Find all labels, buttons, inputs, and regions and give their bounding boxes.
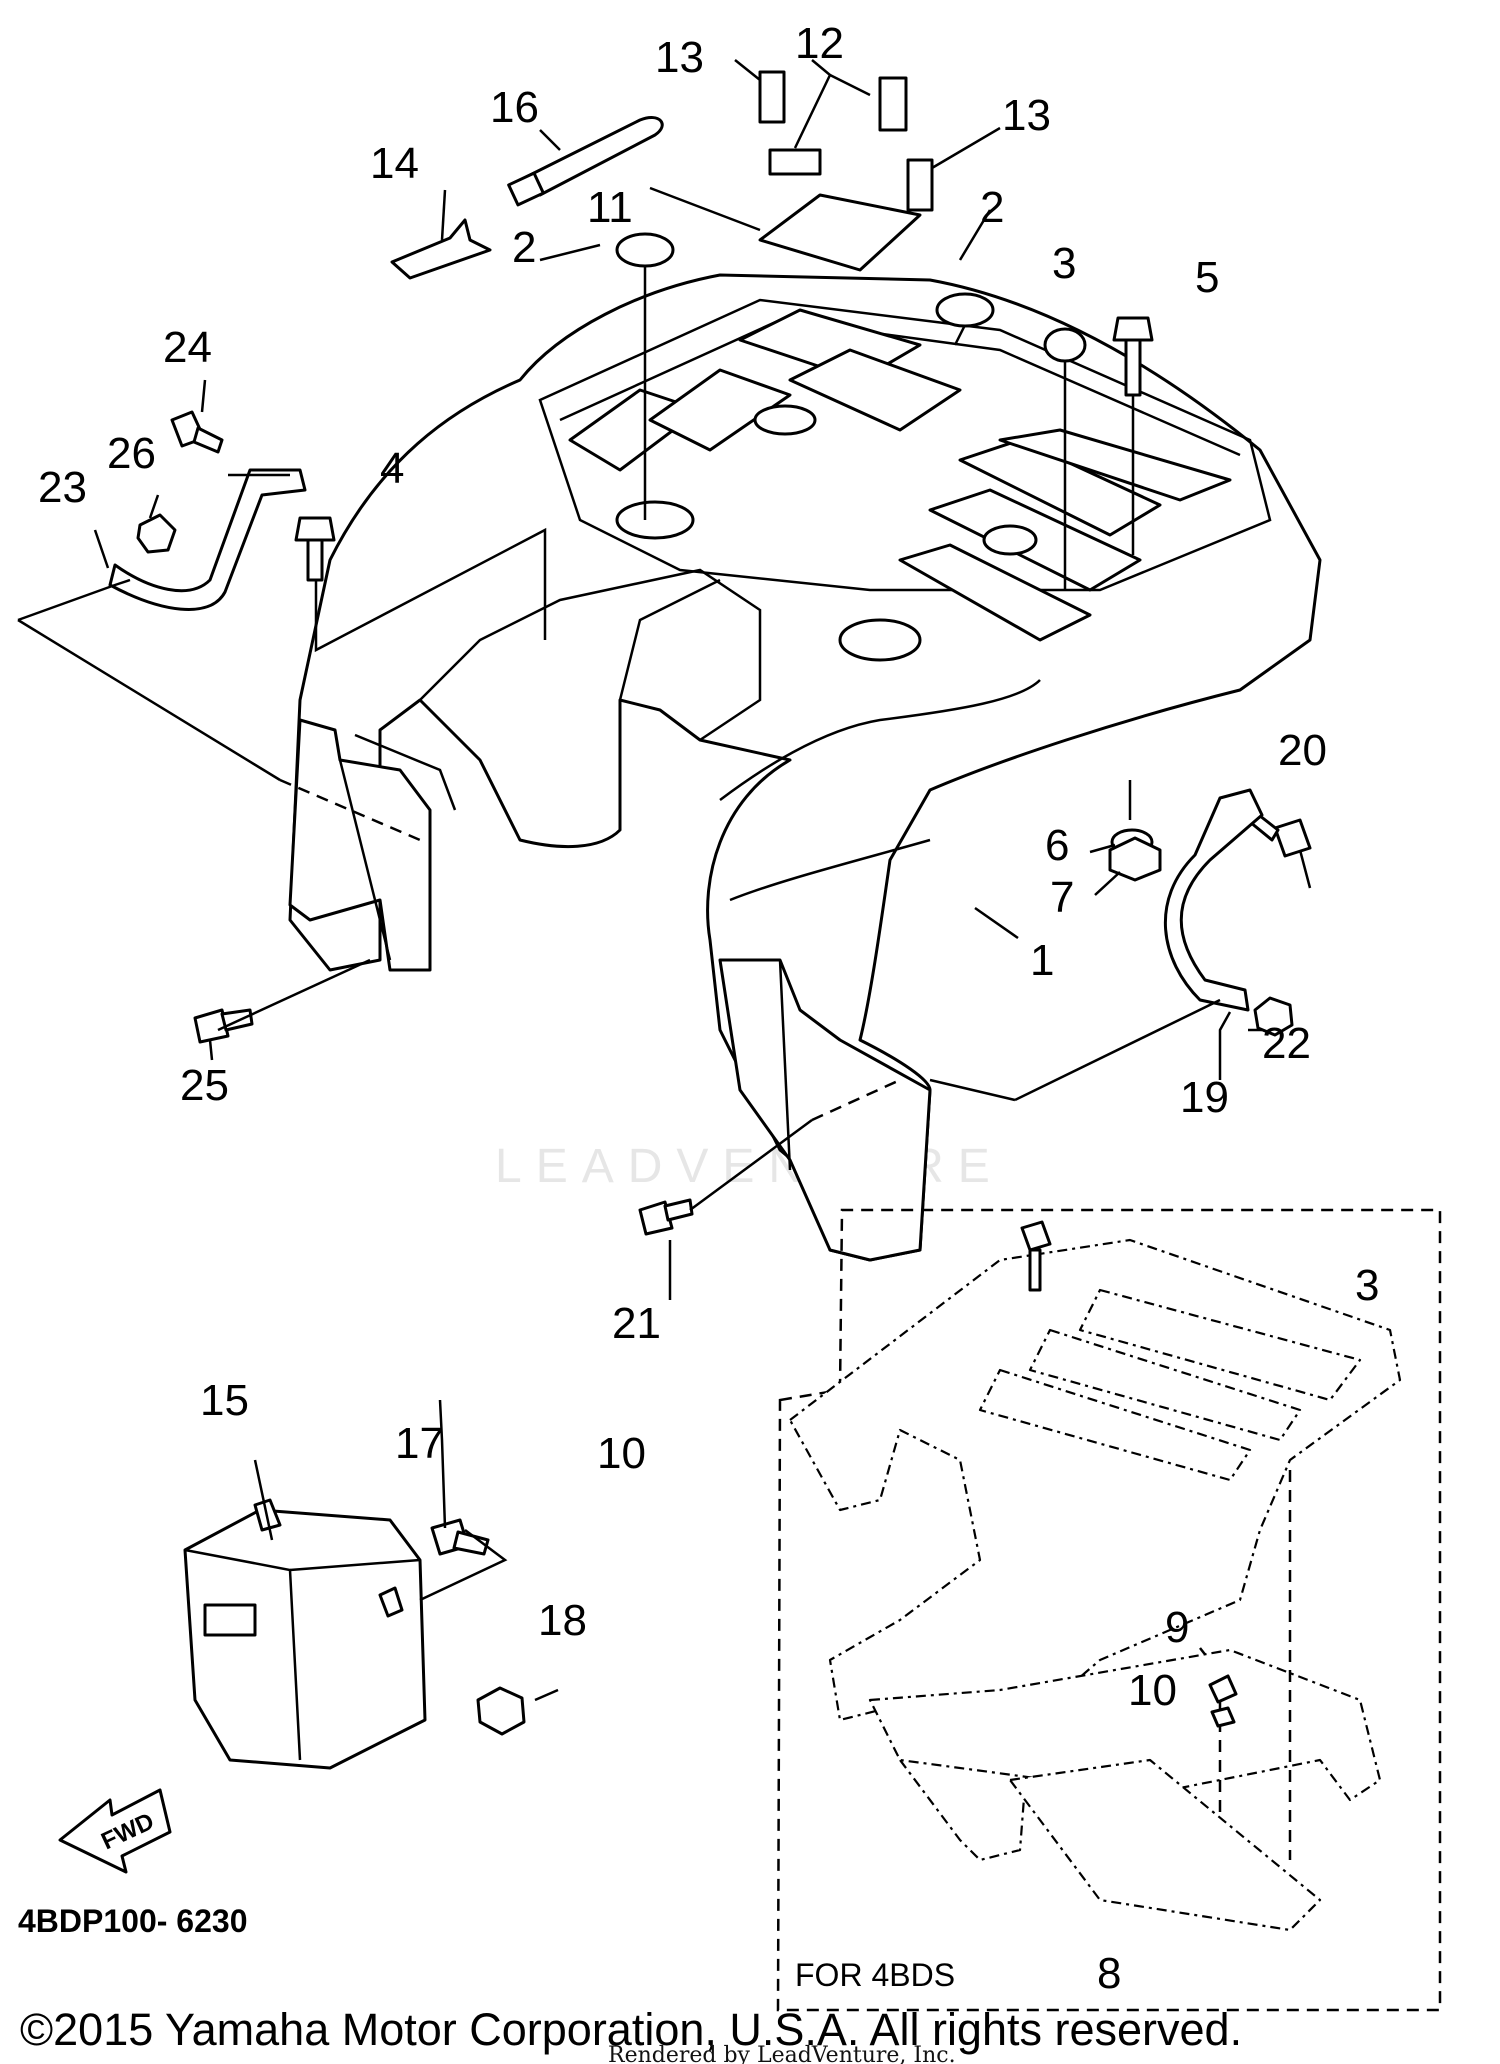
callout-2b: 2 xyxy=(980,183,1004,232)
callout-5: 5 xyxy=(1195,253,1219,302)
bolt-4 xyxy=(294,516,336,582)
callout-20: 20 xyxy=(1278,726,1327,775)
callout-4: 4 xyxy=(380,444,404,493)
bolt-17 xyxy=(430,1518,490,1556)
callout-21: 21 xyxy=(612,1299,661,1348)
grommet-2b xyxy=(935,292,995,328)
stay-23 xyxy=(108,468,307,611)
callout-23: 23 xyxy=(38,463,87,512)
cap-3 xyxy=(1043,327,1087,363)
pad-13b xyxy=(906,158,934,212)
callout-10a: 10 xyxy=(1128,1666,1177,1715)
nut-7 xyxy=(1108,836,1162,882)
rendered-by: Rendered by LeadVenture, Inc. xyxy=(608,2043,956,2064)
bolt-24 xyxy=(170,410,224,454)
bolt-21 xyxy=(638,1198,694,1236)
pad-12b xyxy=(768,148,822,176)
fwd-arrow-icon: FWD xyxy=(58,1788,172,1874)
bolt-5 xyxy=(1112,316,1154,397)
callout-26: 26 xyxy=(107,429,156,478)
nut-22 xyxy=(1253,996,1294,1037)
callout-25: 25 xyxy=(180,1061,229,1110)
inset-label: FOR 4BDS xyxy=(795,1957,955,1993)
callout-13a: 13 xyxy=(655,33,704,82)
callout-24: 24 xyxy=(163,323,212,372)
callout-22: 22 xyxy=(1262,1019,1311,1068)
callout-17: 17 xyxy=(395,1419,444,1468)
bolt-25 xyxy=(193,1008,254,1044)
callout-9: 9 xyxy=(1165,1603,1189,1652)
diagram-code: 4BDP100- 6230 xyxy=(18,1903,247,1939)
callout-labels: 1 2 2 3 3 4 5 6 7 8 9 10 10 11 12 13 13 … xyxy=(38,19,1379,1998)
callout-7: 7 xyxy=(1050,873,1074,922)
callout-6: 6 xyxy=(1045,821,1069,870)
nut-18 xyxy=(476,1686,526,1736)
pad-12a xyxy=(878,76,908,132)
callout-15: 15 xyxy=(200,1376,249,1425)
callout-3b: 3 xyxy=(1355,1261,1379,1310)
stay-19 xyxy=(1163,788,1264,1012)
rear-fender xyxy=(288,273,1322,1262)
callout-16: 16 xyxy=(490,83,539,132)
callout-12: 12 xyxy=(795,19,844,68)
nut-26 xyxy=(136,513,177,554)
callout-10b: 10 xyxy=(597,1429,646,1478)
callout-1: 1 xyxy=(1030,936,1054,985)
callout-2a: 2 xyxy=(512,223,536,272)
clamp-14 xyxy=(390,218,492,280)
inset-4bds xyxy=(776,1208,1442,2012)
copyright-notice: ©2015 Yamaha Motor Corporation, U.S.A. A… xyxy=(20,2004,1242,2055)
grommet-2a xyxy=(615,232,675,268)
callout-14: 14 xyxy=(370,139,419,188)
pad-13a xyxy=(758,70,786,124)
callout-8: 8 xyxy=(1097,1949,1121,1998)
callout-3a: 3 xyxy=(1052,239,1076,288)
callout-11: 11 xyxy=(587,183,633,232)
box-15 xyxy=(183,1498,427,1770)
callout-13b: 13 xyxy=(1002,91,1051,140)
callout-19: 19 xyxy=(1180,1073,1229,1122)
strap-16 xyxy=(507,116,664,207)
callout-18: 18 xyxy=(538,1596,587,1645)
plate-11 xyxy=(758,193,922,272)
